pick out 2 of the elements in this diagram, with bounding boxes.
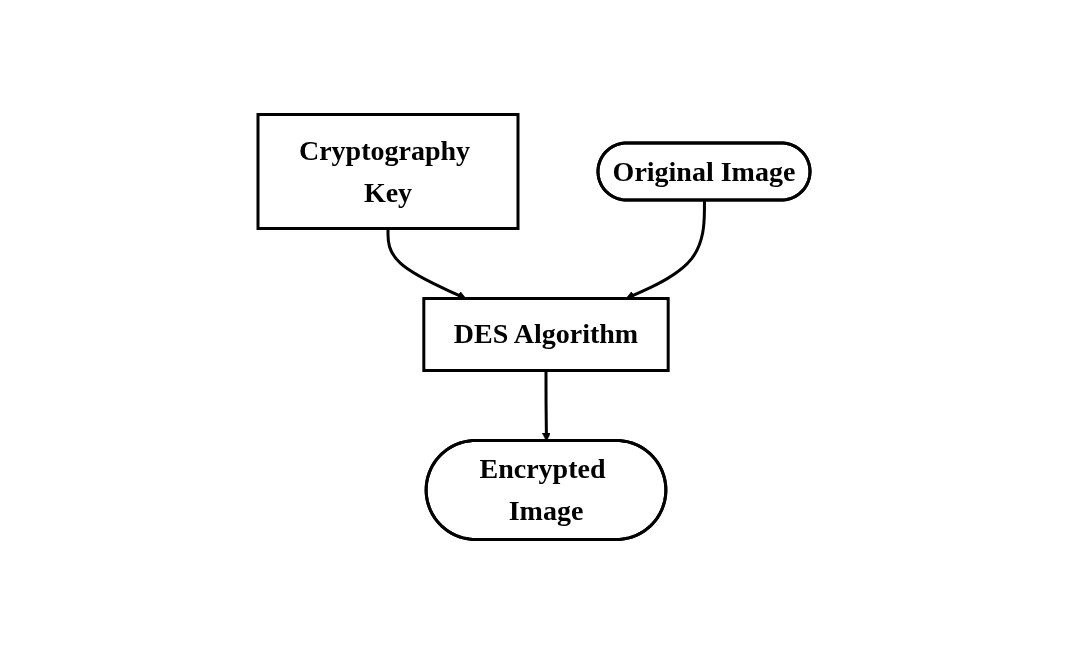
node-box: Cryptography Key xyxy=(256,113,519,230)
node-box: DES Algorithm xyxy=(421,297,670,372)
